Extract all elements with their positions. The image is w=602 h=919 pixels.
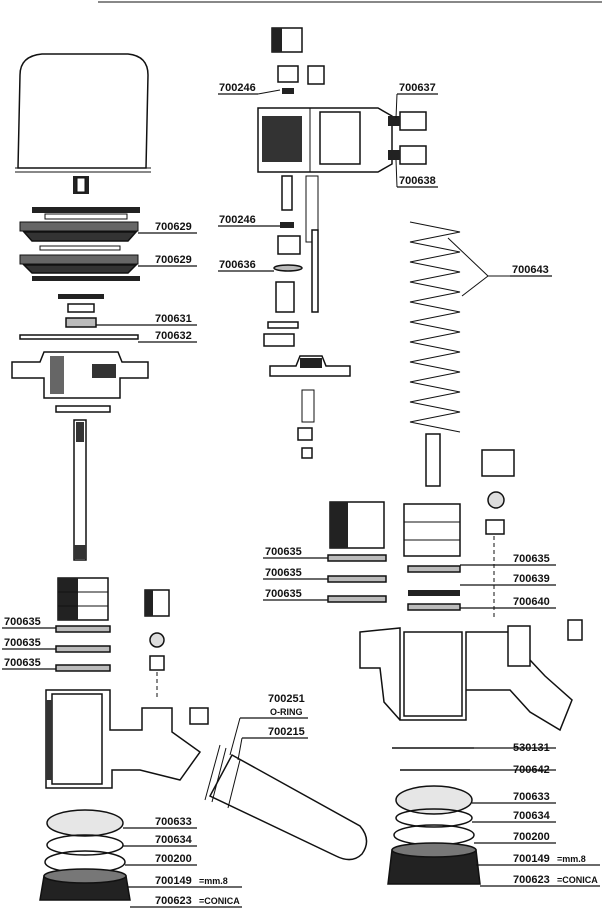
label-700633-right: 700633 (513, 791, 550, 803)
label-conica-right: =CONICA (557, 875, 598, 885)
label-700246-top: 700246 (219, 82, 256, 94)
label-700635-l2: 700635 (4, 637, 41, 649)
label-700634-left: 700634 (155, 834, 193, 846)
label-700639: 700639 (513, 573, 550, 585)
valve-stem (73, 419, 87, 561)
part-labels: 700246 700637 700638 700246 700636 70064… (2, 82, 600, 908)
label-700631: 700631 (155, 313, 192, 325)
label-700246-mid: 700246 (219, 214, 256, 226)
part-700631 (65, 317, 97, 328)
label-mm8-right: =mm.8 (557, 854, 586, 864)
label-o-ring: O-RING (270, 707, 303, 717)
label-conica-left: =CONICA (199, 896, 240, 906)
gasket-700634-left (46, 834, 124, 856)
label-700640: 700640 (513, 596, 550, 608)
plate-700629-a (19, 221, 139, 232)
label-mm8-left: =mm.8 (199, 876, 228, 886)
plate-1 (32, 207, 140, 213)
label-700643: 700643 (512, 264, 549, 276)
label-700200-right: 700200 (513, 831, 550, 843)
label-700149-right: 700149 (513, 853, 550, 865)
cover-dome (17, 53, 149, 169)
right-assembly (327, 221, 583, 885)
label-700200-left: 700200 (155, 853, 192, 865)
washer (39, 245, 121, 251)
valve-body (11, 351, 149, 399)
nut (481, 449, 515, 477)
filter-700633-right (395, 785, 473, 815)
label-700623-right: 700623 (513, 874, 550, 886)
label-700633-left: 700633 (155, 816, 192, 828)
label-700635-r: 700635 (513, 553, 550, 565)
label-700638: 700638 (399, 175, 436, 187)
gasket-700634-right (395, 808, 473, 828)
spring-700200-right (393, 824, 475, 846)
disc-700636 (273, 264, 303, 272)
label-700634-right: 700634 (513, 810, 551, 822)
label-700636: 700636 (219, 259, 256, 271)
ball-right (487, 491, 505, 509)
label-700635-m2: 700635 (265, 567, 302, 579)
label-700629-b: 700629 (155, 254, 192, 266)
bolt (281, 175, 293, 211)
label-700251: 700251 (268, 693, 305, 705)
label-700635-l1: 700635 (4, 616, 41, 628)
plate-700629-b (19, 254, 139, 265)
ring-700632 (19, 334, 139, 340)
label-700637: 700637 (399, 82, 436, 94)
ball (149, 632, 165, 648)
middle-assembly (257, 27, 427, 459)
label-700635-m1: 700635 (265, 546, 302, 558)
label-700635-l3: 700635 (4, 657, 41, 669)
label-700623-left: 700623 (155, 895, 192, 907)
label-700629-a: 700629 (155, 221, 192, 233)
filter-700633-left (46, 809, 124, 837)
label-700215: 700215 (268, 726, 305, 738)
piston-right (403, 503, 461, 557)
big-spring-700643 (409, 221, 461, 433)
spout (208, 753, 368, 861)
label-700149-left: 700149 (155, 875, 192, 887)
left-assembly (11, 53, 368, 901)
label-700635-m3: 700635 (265, 588, 302, 600)
lower-body-right (359, 627, 573, 732)
label-700632: 700632 (155, 330, 192, 342)
